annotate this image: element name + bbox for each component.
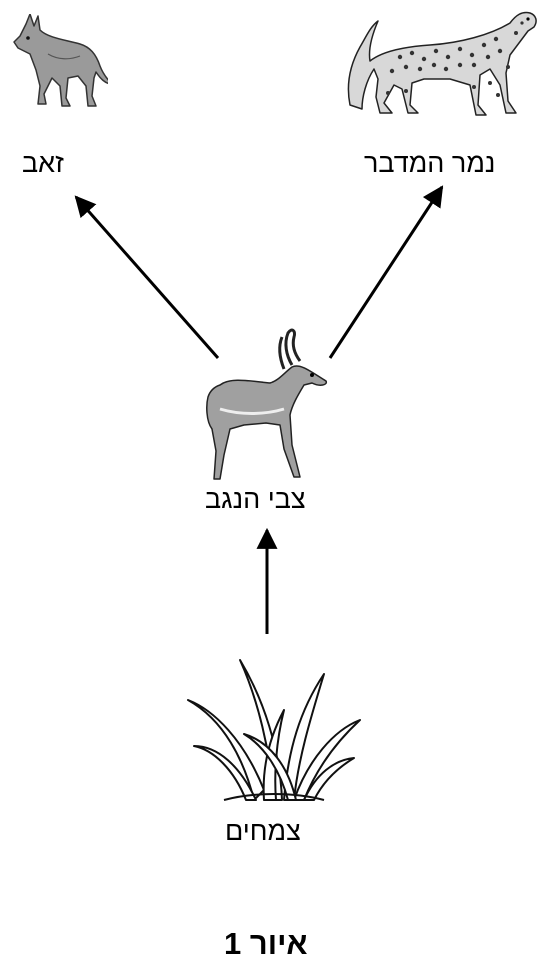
- plants-label: צמחים: [225, 815, 301, 847]
- arrow-gazelle-to-wolf: [76, 197, 218, 358]
- wolf-label: זאב: [22, 147, 64, 179]
- cheetah-label: נמר המדבר: [364, 147, 495, 179]
- figure-caption: איור 1: [224, 926, 308, 962]
- gazelle-label: צבי הנגב: [205, 483, 306, 515]
- arrow-gazelle-to-cheetah: [330, 187, 442, 358]
